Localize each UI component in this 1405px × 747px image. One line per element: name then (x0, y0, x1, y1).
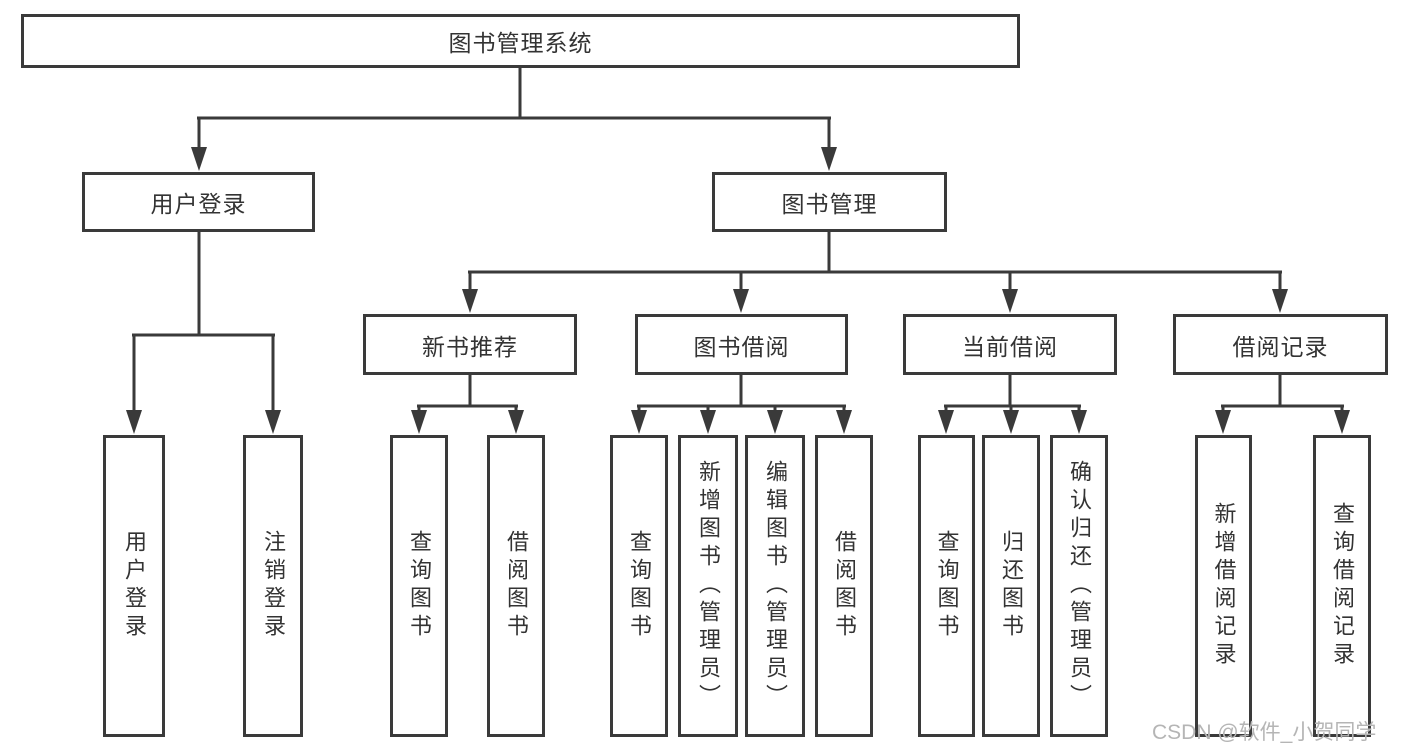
node-leaf-borrow-books-label: 借阅图书 (832, 530, 857, 642)
node-book-management: 图书管理 (712, 172, 947, 232)
node-leaf-borrow-books-recommend-label: 借阅图书 (504, 530, 529, 642)
node-leaf-confirm-return-admin-label: 确认归还（管理员） (1067, 460, 1092, 712)
node-book-borrow: 图书借阅 (635, 314, 848, 375)
node-leaf-borrow-books-recommend: 借阅图书 (487, 435, 545, 737)
node-leaf-logout: 注销登录 (243, 435, 303, 737)
node-library-system: 图书管理系统 (21, 14, 1020, 68)
node-new-book-recommend: 新书推荐 (363, 314, 577, 375)
node-book-management-label: 图书管理 (781, 191, 878, 217)
node-leaf-query-books-borrow-label: 查询图书 (627, 530, 652, 642)
node-borrow-records-label: 借阅记录 (1232, 333, 1329, 360)
node-user-login: 用户登录 (82, 172, 315, 232)
node-current-borrow: 当前借阅 (903, 314, 1117, 375)
node-user-login-label: 用户登录 (150, 191, 247, 217)
node-leaf-confirm-return-admin: 确认归还（管理员） (1050, 435, 1108, 737)
node-leaf-query-borrow-record: 查询借阅记录 (1313, 435, 1371, 737)
node-leaf-borrow-books: 借阅图书 (815, 435, 873, 737)
node-leaf-add-borrow-record-label: 新增借阅记录 (1211, 502, 1237, 670)
node-leaf-return-books: 归还图书 (982, 435, 1040, 737)
node-leaf-edit-books-admin: 编辑图书（管理员） (745, 435, 805, 737)
node-library-system-label: 图书管理系统 (448, 30, 593, 56)
node-leaf-add-books-admin: 新增图书（管理员） (678, 435, 738, 737)
node-borrow-records: 借阅记录 (1173, 314, 1388, 375)
node-leaf-return-books-label: 归还图书 (999, 530, 1024, 642)
node-leaf-query-books-current: 查询图书 (918, 435, 975, 737)
node-new-book-recommend-label: 新书推荐 (422, 333, 518, 360)
node-leaf-query-books-recommend: 查询图书 (390, 435, 448, 737)
node-leaf-user-login: 用户登录 (103, 435, 165, 737)
node-book-borrow-label: 图书借阅 (693, 333, 790, 360)
node-leaf-query-books-current-label: 查询图书 (934, 530, 960, 642)
node-leaf-edit-books-admin-label: 编辑图书（管理员） (763, 460, 788, 712)
csdn-watermark: CSDN @软件_小贺同学 (1152, 721, 1377, 744)
node-leaf-logout-label: 注销登录 (261, 530, 286, 642)
node-current-borrow-label: 当前借阅 (962, 333, 1058, 360)
node-leaf-add-borrow-record: 新增借阅记录 (1195, 435, 1252, 737)
node-leaf-add-books-admin-label: 新增图书（管理员） (696, 460, 721, 712)
node-leaf-query-books-recommend-label: 查询图书 (407, 530, 432, 642)
node-leaf-user-login-label: 用户登录 (122, 530, 147, 642)
node-leaf-query-books-borrow: 查询图书 (610, 435, 668, 737)
node-leaf-query-borrow-record-label: 查询借阅记录 (1330, 502, 1355, 670)
